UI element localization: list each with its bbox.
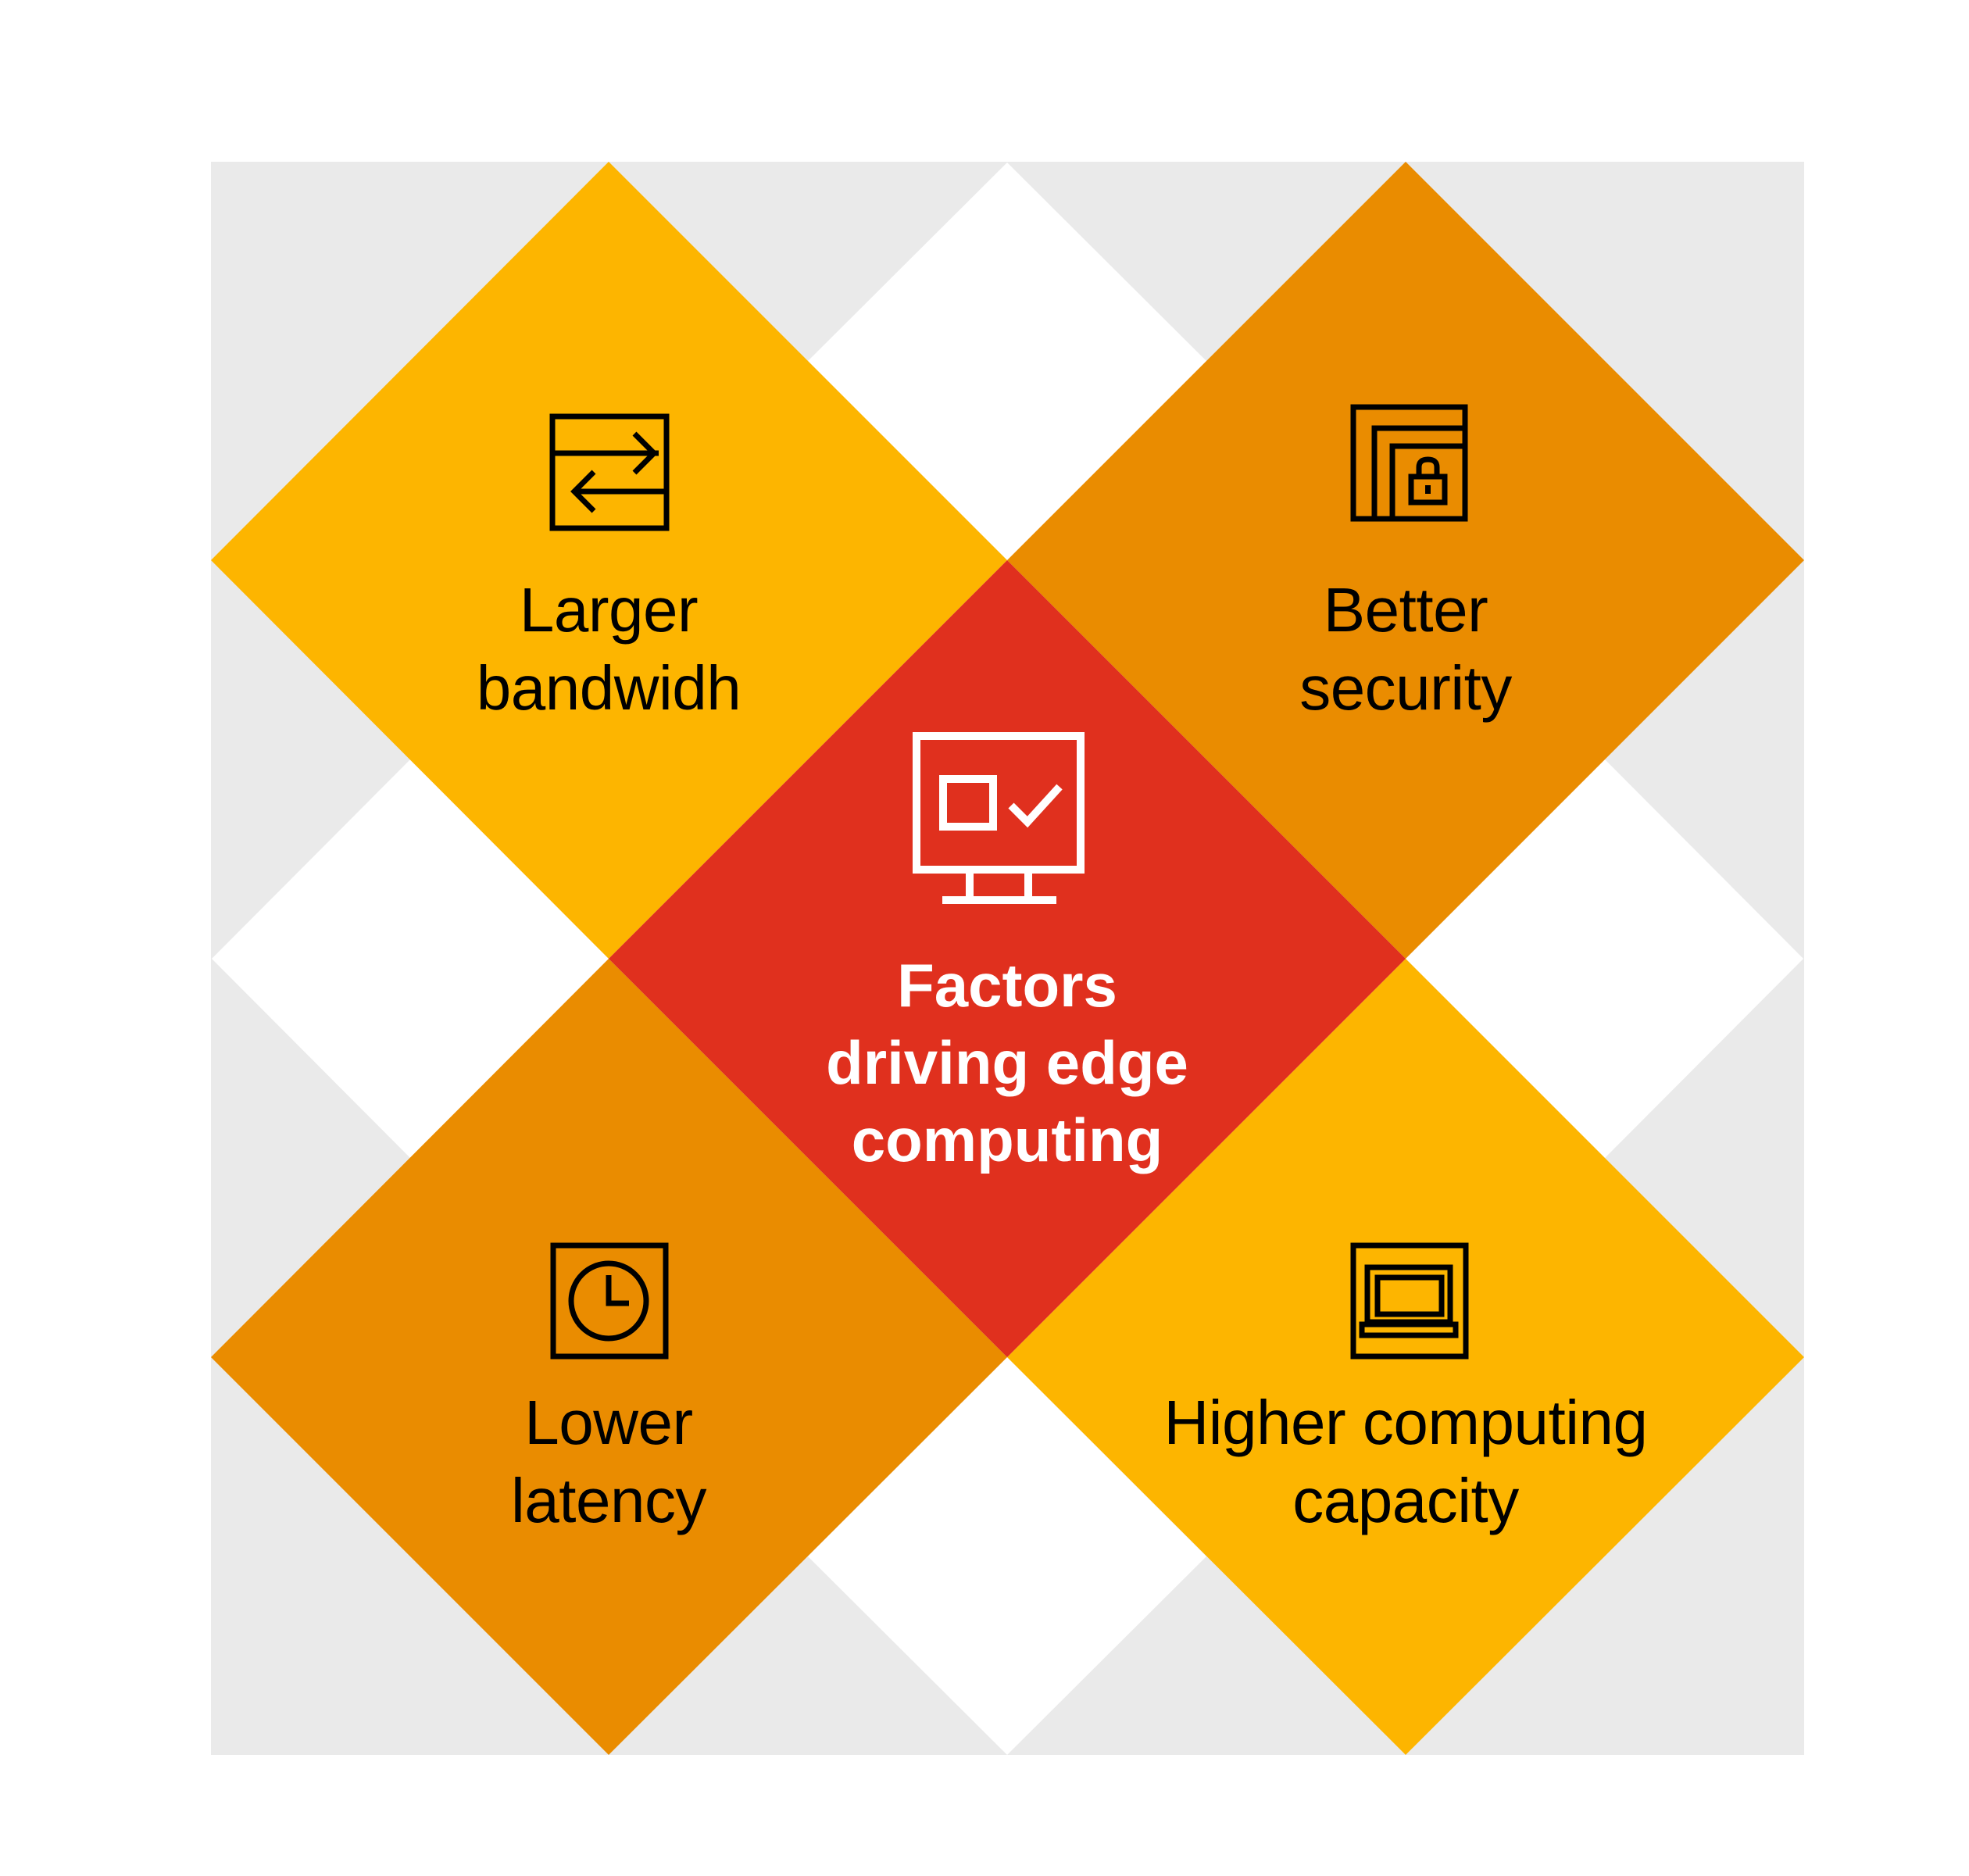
center-title: Factors driving edge computing	[656, 947, 1359, 1179]
gap-diamond-bottom	[808, 1357, 1206, 1755]
factor-label-line: bandwidh	[476, 653, 742, 723]
factor-label-lower-latency: Lower latency	[257, 1384, 960, 1540]
factor-label-higher-computing-capacity: Higher computing capacity	[1054, 1384, 1757, 1540]
nested-window-lock-icon	[1350, 404, 1468, 522]
gap-diamond-right	[1406, 759, 1803, 1158]
clock-icon	[550, 1242, 669, 1360]
laptop-icon	[1350, 1242, 1469, 1360]
factor-label-line: Larger	[519, 575, 699, 645]
center-title-line: Factors	[897, 951, 1117, 1020]
bidirectional-arrows-icon	[549, 413, 670, 531]
monitor-checkbox-icon	[913, 732, 1085, 904]
factor-diamond-larger-bandwidth	[211, 162, 1007, 959]
factor-label-line: security	[1299, 653, 1512, 723]
factor-label-line: latency	[511, 1466, 706, 1535]
factor-label-line: capacity	[1292, 1466, 1519, 1535]
factor-label-line: Higher computing	[1163, 1388, 1649, 1457]
factor-label-better-security: Better security	[1054, 571, 1757, 727]
center-title-line: driving edge	[826, 1028, 1188, 1097]
factor-label-larger-bandwidth: Larger bandwidh	[257, 571, 960, 727]
factor-label-line: Lower	[524, 1388, 693, 1457]
center-title-line: computing	[851, 1106, 1163, 1174]
factor-label-line: Better	[1323, 575, 1488, 645]
gap-diamond-top	[808, 163, 1206, 560]
center-diamond	[609, 560, 1406, 1357]
